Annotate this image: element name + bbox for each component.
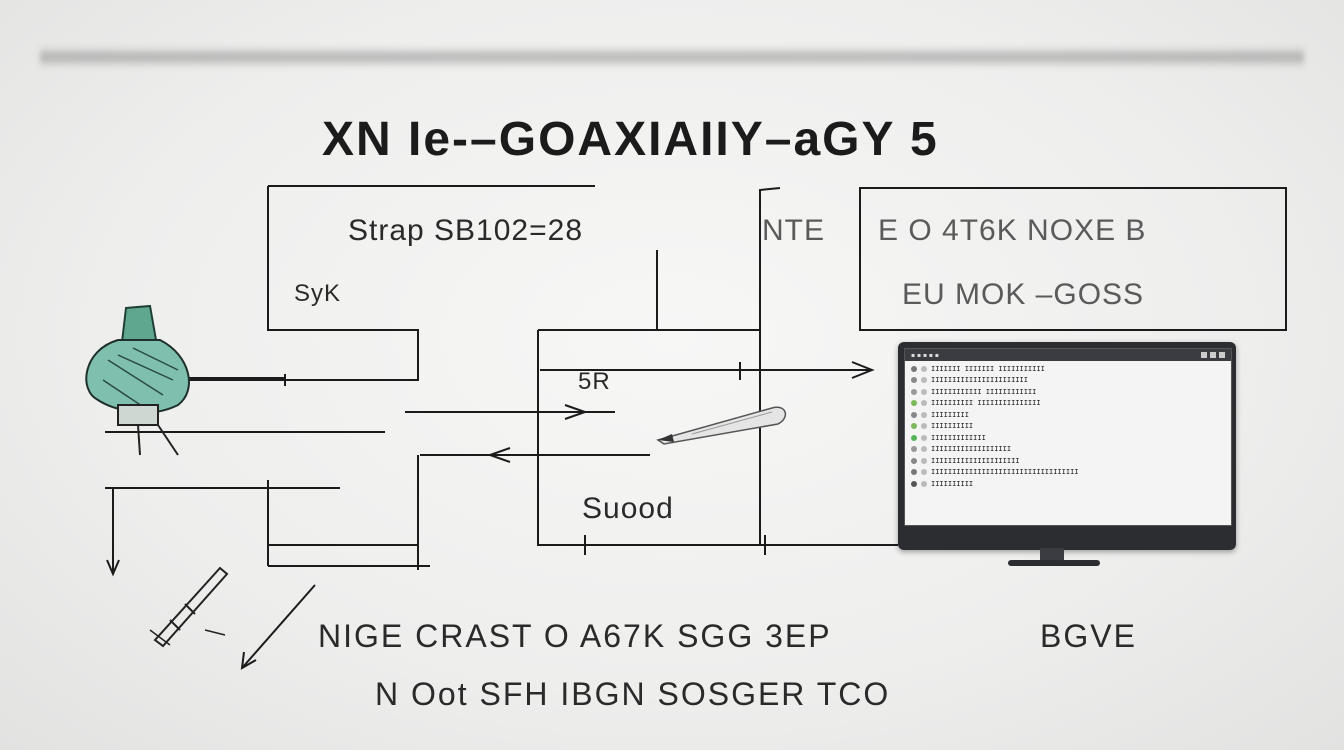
bottom-text-line1-a: NIGE CRAST O A67K SGG 3EP <box>318 618 832 654</box>
box-left-label-2: SyK <box>294 280 342 307</box>
list-item: IIIIIIIIII <box>911 421 1225 433</box>
minimize-icon <box>1201 352 1207 358</box>
file-icon <box>921 365 927 372</box>
list-item-label: IIIIIIIIII <box>931 422 974 431</box>
list-item-label: IIIIIIIIIIIIIIIIIII <box>931 445 1012 454</box>
status-dot-icon <box>911 388 917 395</box>
monitor-titlebar-text: ▪ ▪ ▪ ▪ ▪ <box>911 351 939 359</box>
file-icon <box>921 423 927 430</box>
list-item: IIIIIIIIIIIIIIIIIIIIIII <box>911 375 1225 387</box>
bottom-text-line2: N Oot SFH IBGN SOSGER TCO <box>375 676 891 712</box>
monitor-stand-neck <box>1040 548 1064 562</box>
mid-left-label: NTE <box>762 214 825 247</box>
file-icon <box>921 411 927 418</box>
status-dot-icon <box>911 480 917 487</box>
status-dot-icon <box>911 469 917 476</box>
list-item: IIIIIIIIII <box>911 478 1225 490</box>
monitor-titlebar: ▪ ▪ ▪ ▪ ▪ <box>905 349 1231 361</box>
file-icon <box>921 400 927 407</box>
list-item-label: IIIIIIIIII <box>931 479 974 488</box>
list-item-label: IIIIIIIIIIIIIIIIIIIIIIIIIIIIIIIIIII <box>931 468 1079 477</box>
monitor-screen: ▪ ▪ ▪ ▪ ▪ IIIIIII IIIIIII IIIIIIIIIII III… <box>904 348 1232 526</box>
file-icon <box>921 457 927 464</box>
list-item-label: IIIIIIIIIIII IIIIIIIIIIII <box>931 387 1037 396</box>
status-dot-icon <box>911 446 917 453</box>
status-dot-icon <box>911 457 917 464</box>
status-dot-icon <box>911 423 917 430</box>
list-item: IIIIIIIIIIIIIIIIIII <box>911 444 1225 456</box>
top-shadow-band <box>40 46 1304 68</box>
file-icon <box>921 480 927 487</box>
pen-icon <box>656 406 787 445</box>
box-right-label-2: EU MOK –GOSS <box>902 278 1145 311</box>
bottom-text-line1-b: BGVE <box>1040 618 1137 654</box>
monitor-stand-base <box>1008 560 1100 566</box>
box-mid-connector <box>759 187 781 330</box>
file-icon <box>921 377 927 384</box>
list-item-label: IIIIIIIII <box>931 410 969 419</box>
process-box-label: Suood <box>582 492 674 525</box>
status-dot-icon <box>911 365 917 372</box>
status-dot-icon <box>911 434 917 441</box>
status-dot-icon <box>911 400 917 407</box>
close-icon <box>1219 352 1225 358</box>
list-item: IIIIIIIIII IIIIIIIIIIIIIII <box>911 398 1225 410</box>
list-item-label: IIIIIIIIIIIII <box>931 433 986 442</box>
list-item: IIIIIIIIIIIIIIIIIIIII <box>911 455 1225 467</box>
status-dot-icon <box>911 411 917 418</box>
status-dot-icon <box>911 377 917 384</box>
box-right-outline <box>859 187 1287 331</box>
list-item: IIIIIIIIIIII IIIIIIIIIIII <box>911 386 1225 398</box>
head-sketch-icon <box>85 304 190 456</box>
box-left-label-1: Strap SB102=28 <box>348 214 584 247</box>
list-item-label: IIIIIIIIIIIIIIIIIIIIIII <box>931 376 1028 385</box>
list-item: IIIIIIIII <box>911 409 1225 421</box>
list-item: IIIIIIIIIIIIIIIIIIIIIIIIIIIIIIIIIII <box>911 467 1225 479</box>
file-icon <box>921 388 927 395</box>
file-icon <box>921 469 927 476</box>
list-item-label: IIIIIIIIIIIIIIIIIIIII <box>931 456 1020 465</box>
list-item: IIIIIIIIIIIII <box>911 432 1225 444</box>
file-icon <box>921 434 927 441</box>
box-right-label-1: E O 4T6K NOXE B <box>878 214 1147 247</box>
list-item: IIIIIII IIIIIII IIIIIIIIIII <box>911 363 1225 375</box>
maximize-icon <box>1210 352 1216 358</box>
monitor-icon: ▪ ▪ ▪ ▪ ▪ IIIIIII IIIIIII IIIIIIIIIII III… <box>898 342 1236 550</box>
list-item-label: IIIIIIIIII IIIIIIIIIIIIIII <box>931 399 1041 408</box>
arrow-label: 5R <box>578 368 611 395</box>
page-title: XN Ie-–GOAXIAIIY–aGY 5 <box>322 113 939 166</box>
stylus-icon <box>149 566 229 648</box>
diagonal-arrow <box>241 584 316 669</box>
box-left-outline <box>172 186 419 381</box>
file-icon <box>921 446 927 453</box>
list-item-label: IIIIIII IIIIIII IIIIIIIIIII <box>931 364 1045 373</box>
